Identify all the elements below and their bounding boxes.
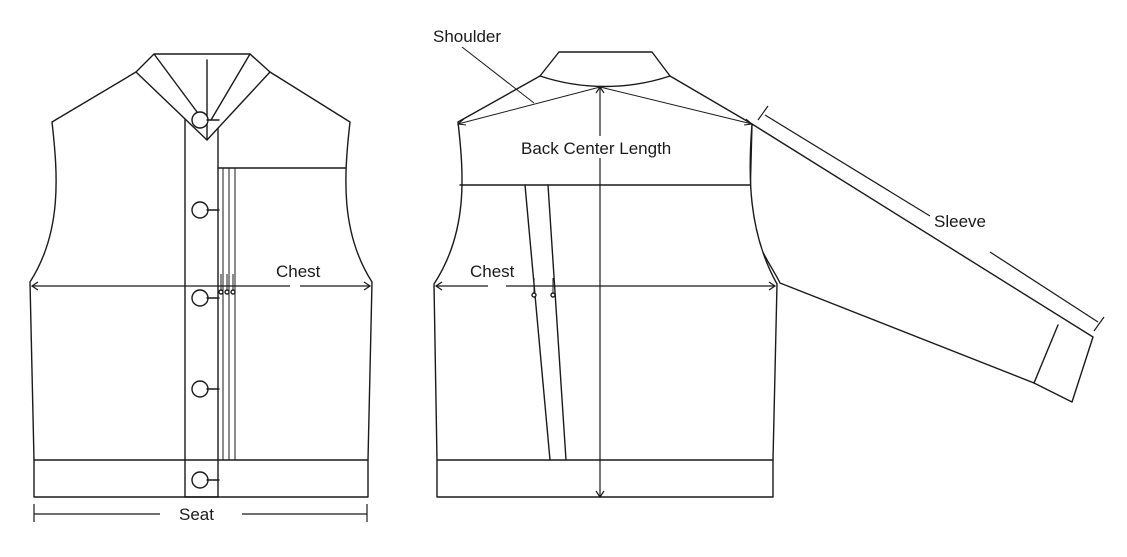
front-body-outline	[29, 71, 373, 498]
shoulder-arrowheads	[456, 118, 754, 126]
seat-measure	[33, 504, 368, 522]
seat-label: Seat	[179, 505, 214, 524]
shoulder-label: Shoulder	[433, 27, 501, 46]
front-tacks	[218, 274, 236, 295]
shoulder-leader-line	[461, 46, 535, 104]
front-chest-measure	[30, 281, 372, 291]
front-view: Chest Seat	[29, 53, 373, 524]
front-button-1	[191, 111, 220, 129]
sleeve-label: Sleeve	[934, 212, 986, 231]
front-collar-notch	[153, 53, 251, 121]
back-sleeve-outline	[749, 123, 1094, 403]
front-button-4	[191, 380, 220, 398]
front-button-5	[191, 471, 220, 489]
back-collar	[539, 51, 671, 88]
back-pleat	[524, 184, 567, 461]
sleeve-measure	[757, 105, 1105, 332]
front-button-3	[191, 289, 220, 307]
back-view: Shoulder Back Center Length Chest Sleeve	[433, 27, 1105, 499]
back-sleeve-cuff	[1033, 324, 1059, 384]
back-chest-measure	[434, 281, 777, 291]
front-button-2	[191, 201, 220, 219]
back-center-length-label: Back Center Length	[521, 139, 671, 158]
back-chest-label: Chest	[470, 262, 515, 281]
front-chest-label: Chest	[276, 262, 321, 281]
